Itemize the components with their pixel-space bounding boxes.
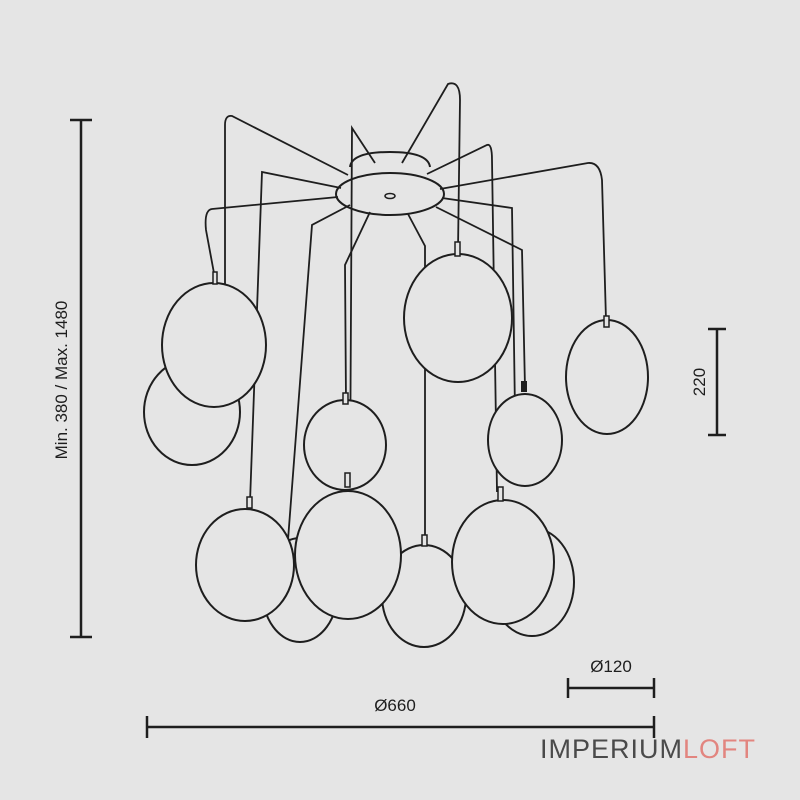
globe [161,282,267,408]
ceiling-canopy [335,150,445,216]
height-dimension: Min. 380 / Max. 1480 [52,118,92,639]
overall-diameter-dimension: Ø660 [145,696,656,738]
height-label: Min. 380 / Max. 1480 [52,301,71,460]
globe [195,508,295,622]
brand-logo-part1: IMPERIUM [540,734,683,764]
globe-diameter-dimension: Ø120 [566,657,656,698]
brand-logo-part2: LOFT [683,734,757,764]
globe-height-label: 220 [690,368,709,396]
globe [487,393,563,487]
globe [565,319,649,435]
globe-diameter-label: Ø120 [590,657,632,676]
glass-globes [143,253,649,648]
overall-diameter-label: Ø660 [374,696,416,715]
globe-height-dimension: 220 [690,327,726,437]
globe-sockets [212,241,610,547]
globe [451,499,555,625]
globe [294,490,402,620]
suspension-cords [204,82,607,545]
globe [403,253,513,383]
brand-logo: IMPERIUMLOFT [540,734,756,765]
